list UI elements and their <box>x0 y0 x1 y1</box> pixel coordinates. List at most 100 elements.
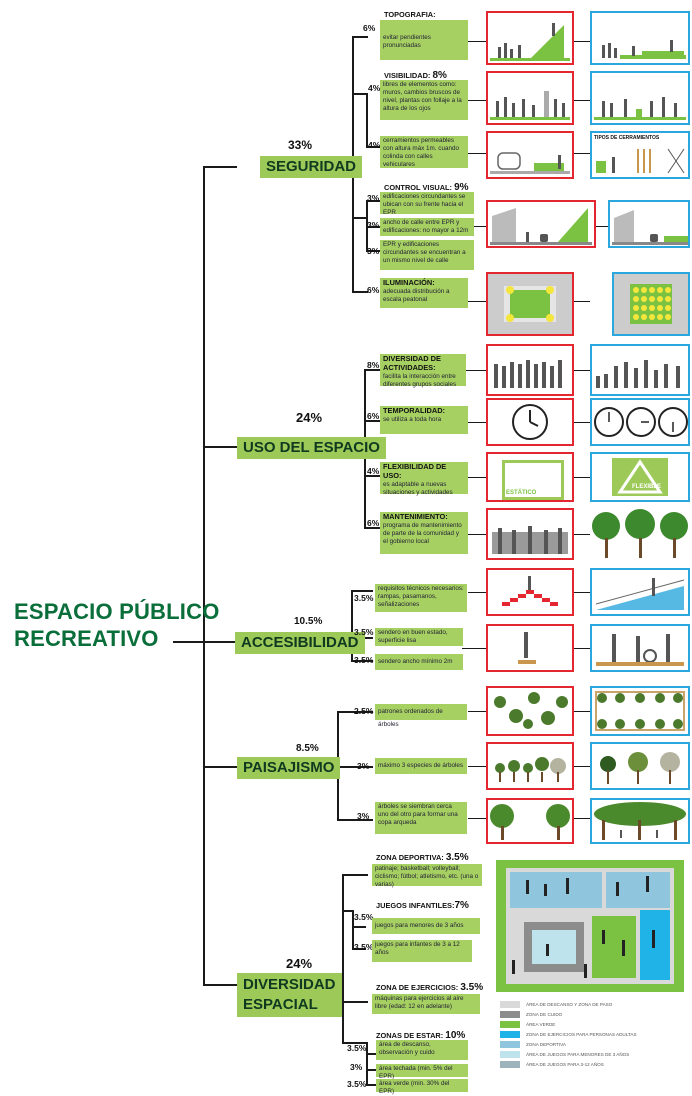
ejercicios-value: 3.5% <box>460 982 484 993</box>
image-visibilidad-good <box>590 71 690 125</box>
ejercicios-item: máquinas para ejercicios al aire libre (… <box>372 994 480 1014</box>
static-frame <box>502 460 564 500</box>
acc-item1: requisitos técnicos necesarios: rampas, … <box>375 584 467 612</box>
acc-pct2: 3.5% <box>354 627 374 637</box>
flexibilidad-title: FLEXIBILIDAD DE USO: <box>383 462 447 480</box>
visibilidad-value: 8% <box>432 70 447 81</box>
control-item1: edificaciones circundantes se ubican con… <box>380 192 474 216</box>
image-mantenimiento-bad <box>486 508 574 560</box>
image-sendero-bad <box>486 624 574 672</box>
legend-swatch <box>500 1001 520 1008</box>
visibilidad-pct2: 4% <box>368 140 381 150</box>
image-temporalidad-bad <box>486 398 574 446</box>
image-especies-good <box>590 742 690 790</box>
root-title-line1: ESPACIO PÚBLICO <box>14 599 220 624</box>
estar-pct3: 3.5% <box>347 1079 367 1089</box>
image-sendero-good <box>590 624 690 672</box>
image-mantenimiento-good <box>590 508 690 560</box>
control-value: 9% <box>454 182 469 193</box>
estar-pct1: 3.5% <box>347 1043 367 1053</box>
diversidad-act-item: DIVERSIDAD DE ACTIVIDADES:facilita la in… <box>380 354 466 388</box>
category-seguridad: SEGURIDAD <box>260 156 363 178</box>
pais-item1: patrones ordenados de árboles <box>375 704 467 728</box>
control-pct3: 3% <box>367 246 380 256</box>
category-diversidad-espacial: DIVERSIDAD ESPACIAL <box>237 973 342 1017</box>
image-control-good <box>608 200 690 248</box>
image-copa-bad <box>486 798 574 844</box>
legend-label: ÁREA DE JUEGOS PARA MENORES DE 3 AÑOS <box>526 1052 630 1057</box>
image-topografia-bad <box>486 11 574 65</box>
tipos-cerramientos-label: TIPOS DE CERRAMIENTOS <box>594 135 660 141</box>
category-paisajismo: PAISAJISMO <box>237 757 341 779</box>
legend-swatch <box>500 1051 520 1058</box>
image-cerramientos-good: TIPOS DE CERRAMIENTOS <box>590 131 690 179</box>
acc-item2: sendero en buen estado, superficie lisa <box>375 628 463 646</box>
deportiva-value: 3.5% <box>445 852 469 863</box>
image-topografia-good <box>590 11 690 65</box>
flexibilidad-pct: 4% <box>367 466 380 476</box>
temporalidad-item: TEMPORALIDAD:se utiliza a toda hora <box>380 406 468 434</box>
image-temporalidad-good <box>590 398 690 446</box>
mantenimiento-pct: 6% <box>367 518 380 528</box>
legend-item: ZONA DE CUIDO <box>500 1010 690 1019</box>
flexibilidad-item: FLEXIBILIDAD DE USO:es adaptable a nueva… <box>380 462 468 496</box>
juegos-item2: juegos para infantes de 3 a 12 años <box>372 940 472 962</box>
estar-item2: área techada (min. 5% del EPR) <box>376 1064 468 1080</box>
image-flexibilidad-bad: ESTÁTICO <box>486 452 574 502</box>
static-label: ESTÁTICO <box>506 490 537 496</box>
legend-swatch <box>500 1041 520 1048</box>
acc-pct3: 3.5% <box>354 655 374 665</box>
estar-title: ZONAS DE ESTAR: 10% <box>376 1030 465 1041</box>
legend-item: ZONA DE EJERCICIOS PARA PERSONAS ADULTAS <box>500 1030 690 1039</box>
pais-item3: árboles se siembran cerca uno del otro p… <box>375 802 467 834</box>
diversidad-act-pct: 8% <box>367 360 380 370</box>
uso-pct: 24% <box>296 410 323 425</box>
legend-swatch <box>500 1031 520 1038</box>
image-patrones-bad <box>486 686 574 736</box>
pais-item2: máximo 3 especies de árboles <box>375 758 467 774</box>
mantenimiento-text: programa de mantenimiento de parte de la… <box>383 522 462 545</box>
image-iluminacion-good <box>612 272 690 336</box>
control-item3: EPR y edificaciones circundantes se encu… <box>380 240 474 270</box>
ejercicios-title-text: ZONA DE EJERCICIOS: <box>376 983 459 992</box>
diversidad-label1: DIVERSIDAD <box>243 976 336 993</box>
juegos-title: JUEGOS INFANTILES:7% <box>376 900 469 911</box>
juegos-title-text: JUEGOS INFANTILES: <box>376 901 455 910</box>
control-title: CONTROL VISUAL: 9% <box>384 182 469 193</box>
visibilidad-title-text: VISIBILIDAD: <box>384 71 431 80</box>
legend-label: ZONA DE EJERCICIOS PARA PERSONAS ADULTAS <box>526 1032 637 1037</box>
site-plan-image <box>496 860 684 992</box>
juegos-pct2: 3.5% <box>354 942 374 952</box>
root-title-line2: RECREATIVO <box>14 626 159 651</box>
estar-title-text: ZONAS DE ESTAR: <box>376 1031 444 1040</box>
flexible-label: FLEXIBLE <box>632 484 662 490</box>
temporalidad-title: TEMPORALIDAD: <box>383 406 445 415</box>
legend-item: ÁREA DE JUEGOS PARA MENORES DE 3 AÑOS <box>500 1050 690 1059</box>
temporalidad-pct: 6% <box>367 411 380 421</box>
pais-pct3: 3% <box>357 811 370 821</box>
image-especies-bad <box>486 742 574 790</box>
image-flexibilidad-good: FLEXIBLE <box>590 452 690 502</box>
control-item2: ancho de calle entre EPR y edificaciones… <box>380 218 474 236</box>
ejercicios-title: ZONA DE EJERCICIOS: 3.5% <box>376 982 483 993</box>
pais-pct2: 3% <box>357 761 370 771</box>
estar-pct2: 3% <box>350 1062 363 1072</box>
legend-label: ZONA DE CUIDO <box>526 1012 563 1017</box>
pais-pct1: 2.5% <box>354 706 374 716</box>
topografia-title: TOPOGRAFIA: <box>384 10 436 19</box>
legend-swatch <box>500 1011 520 1018</box>
control-pct2: 3% <box>367 220 380 230</box>
image-control-bad <box>486 200 596 248</box>
diversidad-label2: ESPACIAL <box>243 996 318 1013</box>
legend-item: ÁREA DE JUEGOS PARA 3-12 AÑOS <box>500 1060 690 1069</box>
deportiva-item: patinaje; basketball; volleyball; ciclis… <box>372 864 482 888</box>
juegos-pct1: 3.5% <box>354 912 374 922</box>
iluminacion-text: adecuada distribución a escala peatonal <box>383 288 450 303</box>
topografia-pct: 6% <box>363 23 376 33</box>
paisajismo-pct: 8.5% <box>296 743 319 754</box>
deportiva-title: ZONA DEPORTIVA: 3.5% <box>376 852 469 863</box>
legend-item: ÁREA VERDE <box>500 1020 690 1029</box>
estar-item3: área verde (min. 30% del EPR) <box>376 1079 468 1095</box>
image-rampas-good <box>590 568 690 616</box>
estar-value: 10% <box>445 1030 466 1041</box>
